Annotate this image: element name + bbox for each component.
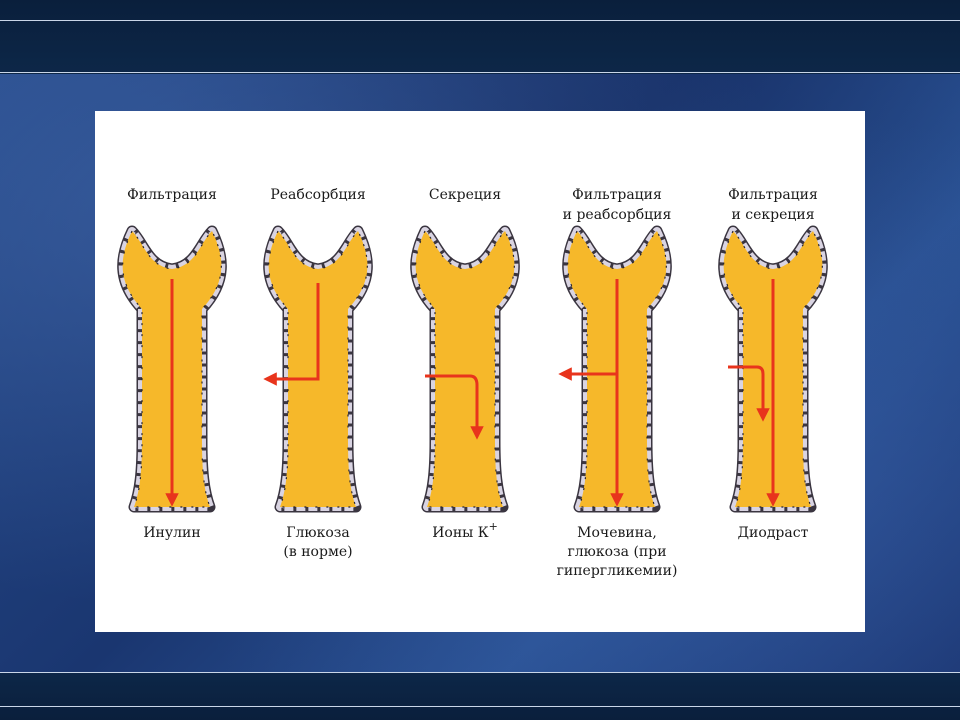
ion-charge-superscript: + [489, 520, 498, 533]
substance-label-line: Диодраст [738, 525, 809, 541]
substance-label-secretion: Ионы К+ [432, 520, 498, 541]
secretion-arrow [425, 374, 484, 440]
tubule-filtration-reabsorption [558, 225, 672, 513]
bottom-rule-upper [0, 672, 960, 673]
substance-label-line: Ионы К+ [432, 520, 498, 541]
column-title-filtration-secretion: Фильтрация и секреция [728, 187, 818, 223]
top-rule-upper [0, 20, 960, 21]
substance-label-line: гипергликемии) [557, 563, 678, 579]
column-title-line: Реабсорбция [270, 187, 365, 203]
column-title-line: и реабсорбция [563, 207, 672, 223]
tubule-secretion [410, 225, 520, 513]
tubule-lumen [422, 239, 508, 505]
substance-label-reabsorption: Глюкоза (в норме) [283, 525, 352, 560]
substance-label-line: глюкоза (при [567, 544, 666, 560]
secretion-arrow [728, 365, 770, 422]
tubule-reabsorption [263, 225, 373, 513]
column-title-line: Фильтрация [572, 187, 662, 203]
top-rule-lower [0, 72, 960, 73]
column-title-filtration: Фильтрация [127, 187, 217, 203]
column-title-line: Фильтрация [127, 187, 217, 203]
reabsorption-arrow [263, 283, 320, 386]
column-title-line: и секреция [731, 207, 814, 223]
substance-label-line: Инулин [143, 525, 200, 541]
column-title-secretion: Секреция [429, 187, 501, 203]
substance-label-filtration-reabsorption: Мочевина, глюкоза (при гипергликемии) [557, 525, 678, 579]
title-band [0, 0, 960, 74]
column-title-filtration-reabsorption: Фильтрация и реабсорбция [563, 187, 672, 223]
substance-label-filtration: Инулин [143, 525, 200, 541]
tubule-filtration-secretion [718, 225, 828, 513]
tubule-filtration [117, 225, 227, 513]
footer-band [0, 672, 960, 720]
bottom-rule-lower [0, 706, 960, 707]
substance-label-filtration-secretion: Диодраст [738, 525, 809, 541]
substance-label-line: (в норме) [283, 544, 352, 560]
substance-label-line: Глюкоза [286, 525, 350, 541]
column-title-line: Секреция [429, 187, 501, 203]
column-title-reabsorption: Реабсорбция [270, 187, 365, 203]
substance-label-line: Мочевина, [577, 525, 657, 541]
column-title-line: Фильтрация [728, 187, 818, 203]
